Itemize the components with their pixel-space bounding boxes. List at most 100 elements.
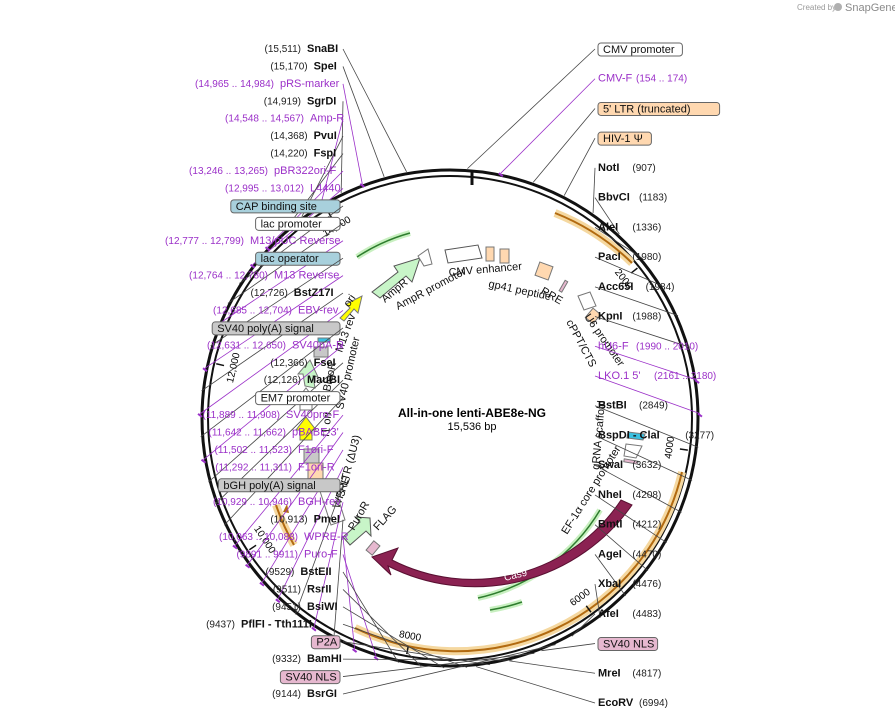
- label-name: F1ori-R: [298, 461, 335, 473]
- label-name: MreI: [598, 667, 621, 679]
- label-position: (15,511): [264, 44, 301, 55]
- leader-line: [261, 449, 344, 583]
- primer-marker-icon: [359, 183, 365, 188]
- label-name: BsrGI: [307, 688, 337, 700]
- bsteii-site-label[interactable]: BstEII(9529): [265, 566, 399, 663]
- cap-binding-site-feature-label[interactable]: CAP binding site: [230, 199, 344, 284]
- label-position: (15,170): [270, 61, 307, 72]
- nhei-site-label[interactable]: NheI(4208): [594, 489, 667, 543]
- label-position: (9451): [272, 602, 301, 613]
- 5-ltr-truncated-feature-label[interactable]: 5' LTR (truncated): [532, 101, 721, 183]
- bstz17i-site-label[interactable]: BstZ17I(12,726): [201, 287, 344, 392]
- leader-line: [201, 292, 344, 392]
- bgh-poly-a-signal-feature-label[interactable]: bGH poly(A) signal: [217, 478, 344, 615]
- swai-site-label[interactable]: SwaI(3632): [594, 459, 682, 513]
- label-name: Puro-F: [304, 549, 338, 561]
- label-position: (2161 .. 2180): [654, 371, 716, 382]
- label-position: (12,631 .. 12,650): [207, 340, 286, 351]
- sgrdi-site-label[interactable]: SgrDI(14,919): [264, 95, 344, 193]
- label-name: KpnI: [598, 311, 622, 323]
- cmv-promoter-feature-label[interactable]: CMV promoter: [467, 42, 683, 169]
- label-name: PmeI: [314, 514, 340, 526]
- label-name: PvuI: [314, 130, 337, 142]
- label-name: BspDI - ClaI: [598, 429, 660, 441]
- em7-promoter-feature-label[interactable]: EM7 promoter: [223, 391, 344, 526]
- sv40-nls-feature-label[interactable]: SV40 NLS: [279, 652, 535, 685]
- lko-1-5-primer-label[interactable]: LKO.1 5' (2161 .. 2180): [594, 370, 716, 418]
- leader-line: [594, 435, 693, 481]
- feature-box: [597, 42, 683, 57]
- noti-site-label[interactable]: NotI(907): [592, 162, 656, 214]
- flag-feature: [365, 540, 381, 556]
- label-name: hU6-F: [598, 340, 629, 352]
- tick-label: 8000: [398, 629, 422, 644]
- bsrgi-site-label[interactable]: BsrGI (9144): [272, 644, 556, 700]
- label-position: (10,929 .. 10,946): [213, 497, 292, 508]
- alei-site-label[interactable]: AleI(1336): [594, 221, 661, 259]
- agei-site-label[interactable]: AgeI(4470): [594, 548, 661, 597]
- leader-line: [340, 101, 344, 193]
- paci-site-label[interactable]: PacI(1980): [594, 251, 663, 287]
- feature-arc-cas9-line: [354, 471, 683, 653]
- mrei-site-label[interactable]: MreI(4817): [509, 660, 661, 679]
- sv40-nls-feature-label[interactable]: SV40 NLS: [541, 637, 659, 652]
- primer-marker-icon: [200, 458, 207, 464]
- prs-marker-primer-label[interactable]: pRS-marker(14,965 .. 14,984): [195, 78, 365, 188]
- pbabe-3-primer-label[interactable]: pBABE 3'(11,642 .. 11,662): [209, 427, 344, 569]
- label-name: FspI: [314, 148, 337, 160]
- feature-name: SV40 NLS: [603, 639, 654, 651]
- plasmid-name: All-in-one lenti-ABE8e-NG: [398, 406, 546, 420]
- bamhi-site-label[interactable]: BamHI(9332): [272, 653, 513, 665]
- label-position: (12,726): [251, 288, 288, 299]
- wpre-r-primer-label[interactable]: WPRE-R(10,063 .. 10,083): [219, 531, 358, 653]
- fsei-site-label[interactable]: FseI(12,366): [208, 357, 344, 483]
- leader-line: [563, 137, 596, 196]
- bsiwi-site-label[interactable]: BsiWI(9451): [272, 601, 445, 669]
- tick-label: 12,000: [225, 351, 243, 384]
- feature-name: CMV promoter: [603, 44, 675, 56]
- label-name: pBR322ori-F: [274, 165, 337, 177]
- bbvci-site-label[interactable]: BbvCI(1183): [594, 192, 667, 235]
- label-position: (9144): [272, 689, 301, 700]
- label-name: LKO.1 5': [598, 370, 640, 382]
- pflfi-tth111i-site-label[interactable]: PflFI - Tth111I(9437): [206, 618, 468, 668]
- pmei-site-label[interactable]: PmeI(10,913): [270, 514, 344, 640]
- leader-line: [594, 197, 620, 235]
- pbr322ori-f-primer-label[interactable]: pBR322ori-F (13,246 .. 13,265): [189, 165, 344, 251]
- outer-features: [272, 209, 686, 656]
- spei-site-label[interactable]: SpeI(15,170): [270, 60, 385, 177]
- bgh-rev-primer-label[interactable]: BGH-rev(10,929 .. 10,946): [213, 496, 344, 632]
- puro-f-primer-label[interactable]: Puro-F(9891 .. 9911): [236, 549, 379, 661]
- p2a-feature-label[interactable]: P2A: [310, 635, 490, 666]
- hiv-1-feature-label[interactable]: HIV-1 Ψ: [563, 131, 652, 196]
- leader-line: [594, 286, 679, 316]
- bspdi-clai-site-label[interactable]: BspDI - ClaI(3277): [594, 429, 714, 481]
- label-position: (14,368): [270, 131, 307, 142]
- label-position: (9437): [206, 619, 235, 630]
- feature-box: [255, 251, 341, 266]
- feature-arc-left-line: [275, 504, 295, 546]
- tick-mark: [585, 605, 592, 613]
- acc65i-site-label[interactable]: Acc65I(1984): [594, 281, 679, 316]
- afei-site-label[interactable]: AfeI(4483): [571, 608, 661, 637]
- kpni-site-label[interactable]: KpnI(1988): [594, 311, 690, 348]
- label-position: (12,777 .. 12,799): [165, 236, 244, 247]
- label-position: (1336): [632, 222, 661, 233]
- label-position: (13,246 .. 13,265): [189, 166, 268, 177]
- xbai-site-label[interactable]: XbaI(4476): [594, 578, 661, 618]
- ecorv-site-label[interactable]: EcoRV(6994): [476, 666, 668, 709]
- bmti-site-label[interactable]: BmtI(4212): [594, 519, 661, 571]
- hu6-f-primer-label[interactable]: hU6-F(1990 .. 2010): [594, 340, 700, 384]
- cmv-f-primer-label[interactable]: CMV-F(154 .. 174): [498, 73, 687, 178]
- sv40-poly-a-signal-feature-label[interactable]: SV40 poly(A) signal: [200, 321, 344, 438]
- label-name: SV40pA-R: [292, 339, 344, 351]
- feature-name: lac promoter: [261, 218, 322, 230]
- bstbi-site-label[interactable]: BstBI(2849): [594, 400, 699, 448]
- rsrii-site-label[interactable]: RsrII(9511): [273, 583, 422, 667]
- primer-marker-icon: [697, 412, 703, 418]
- label-position: (14,965 .. 14,984): [195, 79, 274, 90]
- f1ori-f-primer-label[interactable]: F1ori-F(11,502 .. 11,523): [215, 444, 344, 587]
- label-name: NotI: [598, 162, 619, 174]
- leader-line: [594, 316, 690, 348]
- snabi-site-label[interactable]: SnaBI(15,511): [264, 43, 407, 172]
